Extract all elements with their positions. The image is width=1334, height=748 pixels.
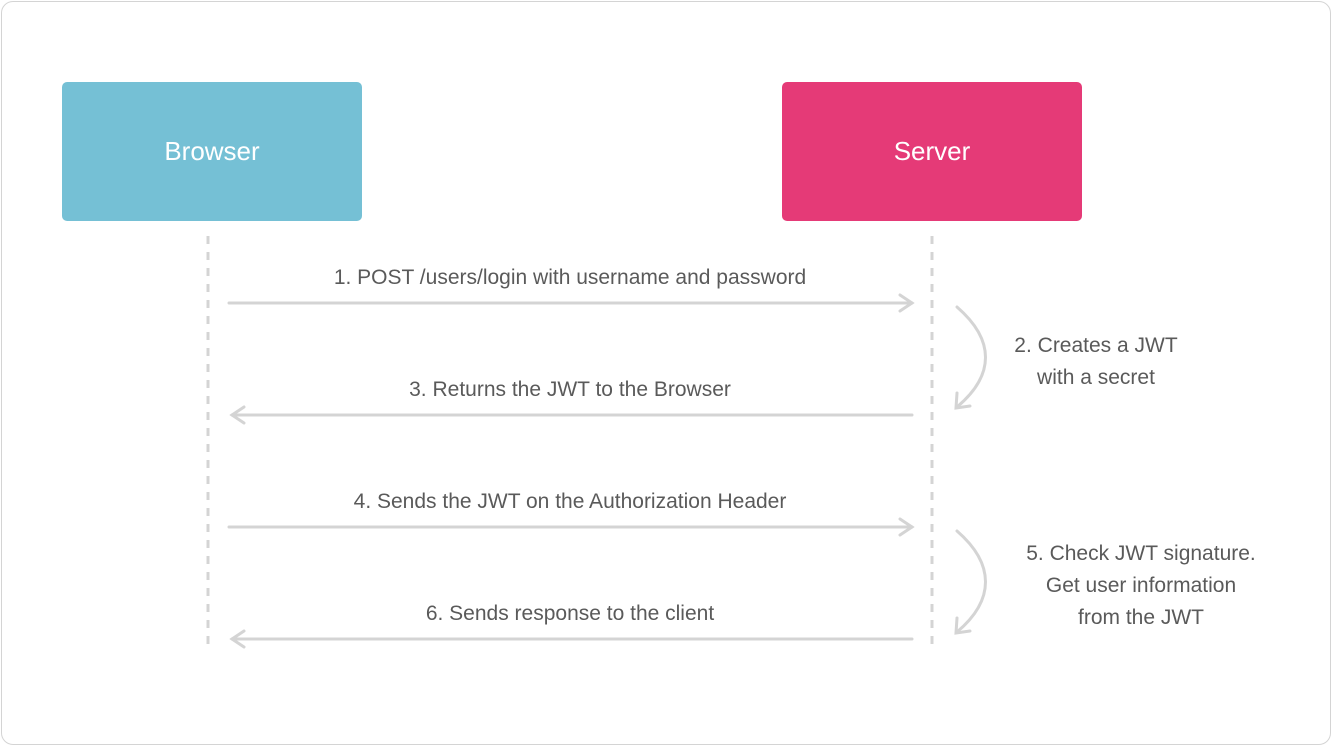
message-3-label: 3. Returns the JWT to the Browser <box>409 378 731 401</box>
message-6-label: 6. Sends response to the client <box>425 602 715 625</box>
server-actor: Server <box>782 82 1082 221</box>
message-3-arrow <box>229 405 914 425</box>
note-2-line-1: 2. Creates a JWT <box>1014 334 1178 357</box>
message-4-label: 4. Sends the JWT on the Authorization He… <box>353 490 787 513</box>
message-6-arrow <box>229 629 914 649</box>
note-5-line-2: Get user information <box>1045 574 1237 597</box>
note-5-line-3: from the JWT <box>1077 606 1205 629</box>
message-1-arrow <box>227 293 915 313</box>
note-2-line-2: with a secret <box>1037 366 1155 389</box>
self-loop-2-arrow <box>954 305 987 410</box>
browser-actor-label: Browser <box>164 136 260 166</box>
browser-actor: Browser <box>62 82 362 221</box>
self-loop-5-arrow <box>954 529 987 635</box>
note-5-line-1: 5. Check JWT signature. <box>1026 542 1256 565</box>
message-4-arrow <box>227 517 915 537</box>
note-5: 5. Check JWT signature. Get user informa… <box>1026 538 1256 634</box>
server-actor-label: Server <box>893 136 971 166</box>
message-1-label: 1. POST /users/login with username and p… <box>333 266 807 289</box>
note-2: 2. Creates a JWT with a secret <box>1014 330 1177 394</box>
